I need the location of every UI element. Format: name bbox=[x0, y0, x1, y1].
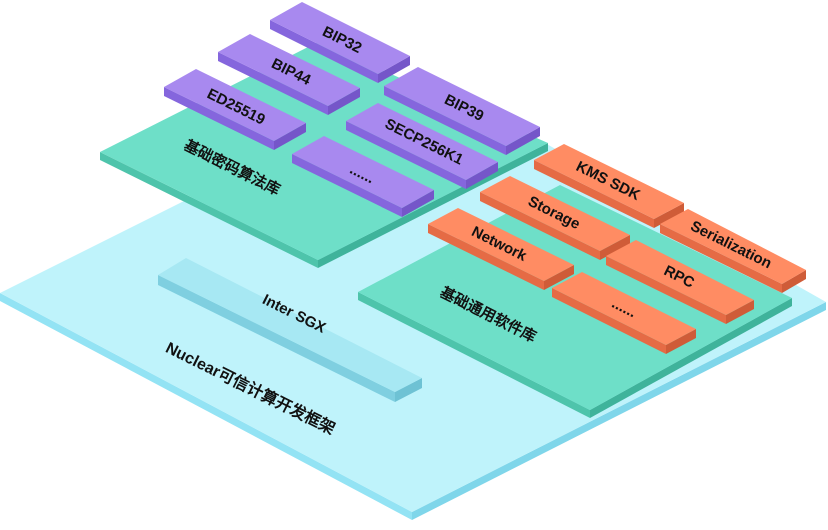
crypto-lib-platform-side-left bbox=[100, 152, 318, 268]
sgx-bar bbox=[158, 258, 422, 402]
block-top bbox=[552, 272, 696, 345]
block-side bbox=[534, 160, 654, 228]
block-top bbox=[346, 103, 498, 180]
block-side bbox=[270, 20, 378, 83]
software-lib-platform-side-right bbox=[590, 298, 792, 418]
block-side bbox=[292, 154, 402, 217]
framework-platform-side-left bbox=[0, 293, 412, 520]
crypto-block-bip32 bbox=[270, 2, 410, 83]
block-side bbox=[384, 86, 506, 155]
software-block-serialization bbox=[660, 209, 806, 293]
block-side bbox=[428, 224, 544, 290]
crypto-block-more bbox=[292, 136, 434, 217]
block-side-end bbox=[654, 203, 684, 228]
crypto-block-bip39 bbox=[384, 67, 540, 155]
block-top bbox=[164, 69, 306, 141]
block-side-end bbox=[274, 123, 306, 150]
crypto-block-ed25519 bbox=[164, 69, 306, 150]
block-top bbox=[270, 2, 410, 74]
software-block-more bbox=[552, 272, 696, 354]
block-top bbox=[534, 144, 684, 219]
sgx-bar-side bbox=[158, 275, 395, 402]
software-block-network bbox=[428, 208, 574, 290]
block-side bbox=[218, 52, 328, 115]
block-side bbox=[660, 224, 782, 293]
sgx-bar-side-end bbox=[395, 378, 422, 402]
software-block-storage bbox=[480, 176, 630, 260]
block-side bbox=[552, 288, 666, 354]
block-side-end bbox=[600, 235, 630, 260]
block-side-end bbox=[378, 56, 410, 83]
block-side bbox=[606, 256, 726, 324]
block-side-end bbox=[506, 127, 540, 155]
crypto-block-secp256k1 bbox=[346, 103, 498, 189]
block-top bbox=[660, 209, 806, 284]
block-side bbox=[164, 87, 274, 150]
block-top bbox=[480, 176, 630, 251]
framework-platform-side-right bbox=[412, 302, 826, 520]
software-lib-platform-side-left bbox=[358, 292, 590, 418]
crypto-block-bip44 bbox=[218, 34, 360, 115]
block-side-end bbox=[726, 300, 754, 324]
block-side-end bbox=[782, 270, 806, 293]
block-top bbox=[292, 136, 434, 208]
sgx-bar-top bbox=[158, 258, 422, 392]
block-top bbox=[218, 34, 360, 106]
block-side bbox=[346, 121, 466, 189]
block-side-end bbox=[402, 190, 434, 217]
software-block-kms-sdk bbox=[534, 144, 684, 228]
software-block-rpc bbox=[606, 240, 754, 324]
block-side-end bbox=[328, 88, 360, 115]
block-side-end bbox=[544, 265, 574, 290]
block-top bbox=[606, 240, 754, 315]
block-side-end bbox=[466, 162, 498, 189]
block-top bbox=[384, 67, 540, 146]
block-side bbox=[480, 192, 600, 260]
block-side-end bbox=[666, 329, 696, 354]
block-top bbox=[428, 208, 574, 281]
